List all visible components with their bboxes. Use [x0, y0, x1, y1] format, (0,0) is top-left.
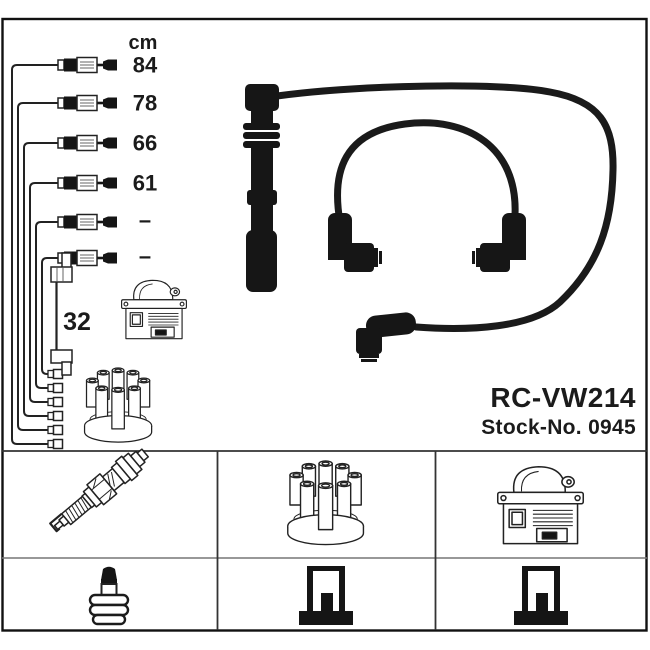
cable-long: [273, 82, 617, 332]
elbow-boot-left: [328, 213, 382, 272]
cable-loop: [334, 119, 519, 226]
image-frame: [1, 17, 648, 632]
cable-connector-icon: [56, 56, 119, 74]
distributor-terminal-icon: [47, 382, 64, 394]
distributor-terminal-icon: [47, 368, 64, 380]
stock-number: Stock-No. 0945: [481, 416, 636, 439]
spark-plug-icon: [45, 441, 155, 540]
cable-set-photo: [243, 82, 617, 362]
elbow-boot-right: [472, 213, 526, 272]
cable-length-label: 78: [133, 91, 157, 116]
cable-wire: [35, 221, 58, 389]
cable-wire: [11, 64, 58, 445]
cable-length-label: 84: [133, 53, 158, 78]
cable-wire: [41, 257, 58, 375]
cable-length-schematic: cm 84 78 66 61 –: [11, 32, 187, 450]
ignition-coil-icon: [496, 465, 585, 545]
straight-plug-boot: [243, 84, 280, 292]
ignition-coil-illustration: [121, 279, 187, 340]
distributor-terminal-icon: [47, 396, 64, 408]
coil-wire-length-label: 32: [63, 308, 91, 336]
unit-header: cm: [129, 32, 158, 54]
cable-row: 78: [17, 91, 157, 431]
cable-length-label: 61: [133, 171, 157, 196]
cable-wire: [29, 182, 58, 403]
distributor-cap-icon: [287, 460, 365, 546]
cable-wire: [17, 102, 58, 431]
coil-wire-illustration: 32: [50, 252, 91, 376]
distributor-terminal-icon: [47, 438, 64, 450]
cable-length-label: –: [139, 208, 151, 233]
distributor-cap-illustration: [83, 367, 153, 443]
cable-wire: [23, 142, 58, 417]
cable-row: –: [41, 244, 151, 375]
plug-terminal-icon: [88, 565, 130, 626]
distributor-terminal-icon: [299, 566, 353, 625]
parts-table: [2, 441, 647, 630]
cable-length-label: –: [139, 244, 151, 269]
cable-row: 61: [29, 171, 157, 403]
cable-connector-icon: [56, 213, 119, 231]
cable-connector-icon: [56, 134, 119, 152]
elbow-boot-bottom: [356, 312, 417, 362]
cable-length-label: 66: [133, 131, 157, 156]
product-code: RC-VW214: [490, 382, 636, 413]
cable-row: –: [35, 208, 151, 389]
cable-connector-icon: [56, 174, 119, 192]
cable-connector-icon: [56, 94, 119, 112]
distributor-terminal-icon: [514, 566, 568, 625]
distributor-terminal-icon: [47, 410, 64, 422]
cable-row: 84: [11, 53, 158, 445]
distributor-terminal-icon: [47, 424, 64, 436]
cable-row: 66: [23, 131, 157, 417]
